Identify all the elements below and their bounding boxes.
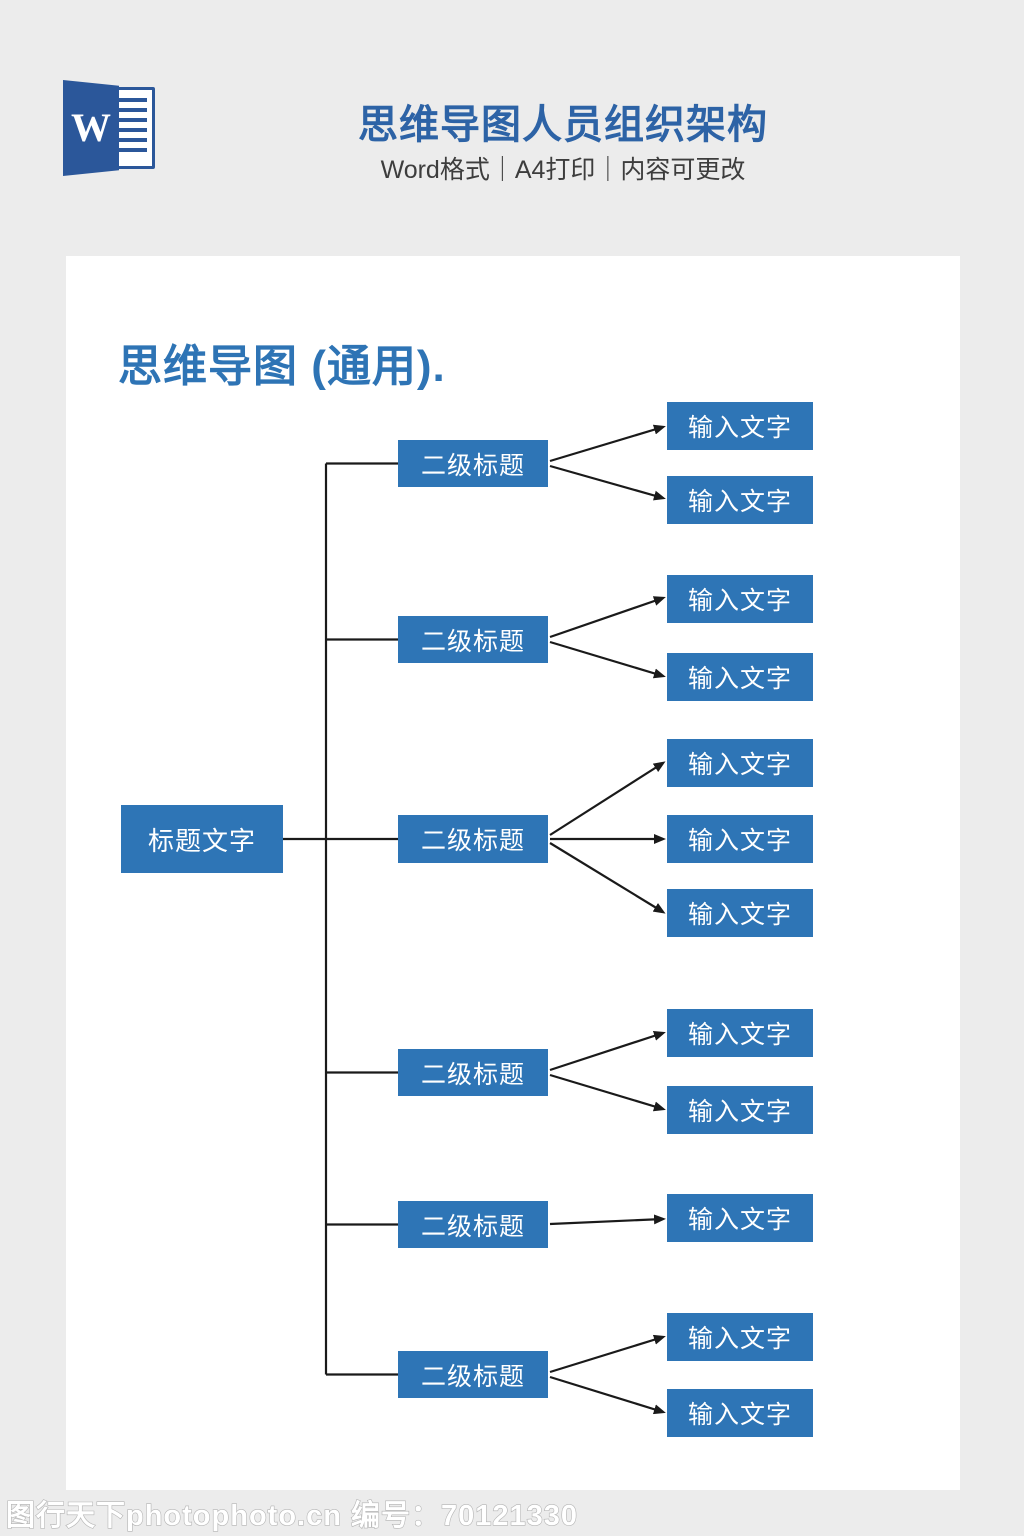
header: W 思维导图人员组织架构 Word格式｜A4打印｜内容可更改 — [0, 0, 1024, 256]
word-icon: W — [63, 80, 155, 176]
level2-node-1: 二级标题 — [398, 440, 548, 487]
child-node-4-1: 输入文字 — [667, 1009, 813, 1057]
child-node-3-2: 输入文字 — [667, 815, 813, 863]
arrow-2-2 — [549, 640, 666, 679]
arrow-1-1 — [549, 424, 666, 463]
arrow-6-2 — [549, 1375, 666, 1415]
document-page: 思维导图 (通用). — [66, 256, 960, 1490]
arrow-5-1 — [549, 1214, 666, 1226]
word-icon-letter: W — [71, 105, 111, 150]
child-node-3-1: 输入文字 — [667, 739, 813, 787]
word-icon-flap: W — [63, 80, 119, 176]
child-node-2-1: 输入文字 — [667, 575, 813, 623]
level2-node-3: 二级标题 — [398, 815, 548, 863]
child-node-4-2: 输入文字 — [667, 1086, 813, 1134]
header-title: 思维导图人员组织架构 — [358, 103, 768, 147]
header-subtitle: Word格式｜A4打印｜内容可更改 — [380, 156, 746, 184]
level2-node-6: 二级标题 — [398, 1351, 548, 1398]
child-node-3-3: 输入文字 — [667, 889, 813, 937]
child-node-1-2: 输入文字 — [667, 476, 813, 524]
level2-node-5: 二级标题 — [398, 1201, 548, 1248]
watermark-text: 图行天下photophoto.cn 编号：70121330 — [5, 1499, 579, 1532]
page-heading: 思维导图 (通用). — [118, 342, 446, 391]
connector-lines — [283, 424, 666, 1415]
arrow-4-1 — [549, 1031, 666, 1072]
level2-node-4: 二级标题 — [398, 1049, 548, 1096]
arrow-3-1 — [549, 761, 666, 836]
arrow-1-2 — [549, 464, 666, 501]
level2-node-2: 二级标题 — [398, 616, 548, 663]
child-node-5-1: 输入文字 — [667, 1194, 813, 1242]
child-node-2-2: 输入文字 — [667, 653, 813, 701]
child-node-6-2: 输入文字 — [667, 1389, 813, 1437]
arrow-6-1 — [549, 1334, 666, 1374]
arrow-2-1 — [549, 596, 666, 639]
root-node: 标题文字 — [121, 805, 283, 873]
child-node-6-1: 输入文字 — [667, 1313, 813, 1361]
child-node-1-1: 输入文字 — [667, 402, 813, 450]
arrow-3-3 — [549, 842, 666, 914]
arrow-4-2 — [549, 1073, 666, 1112]
